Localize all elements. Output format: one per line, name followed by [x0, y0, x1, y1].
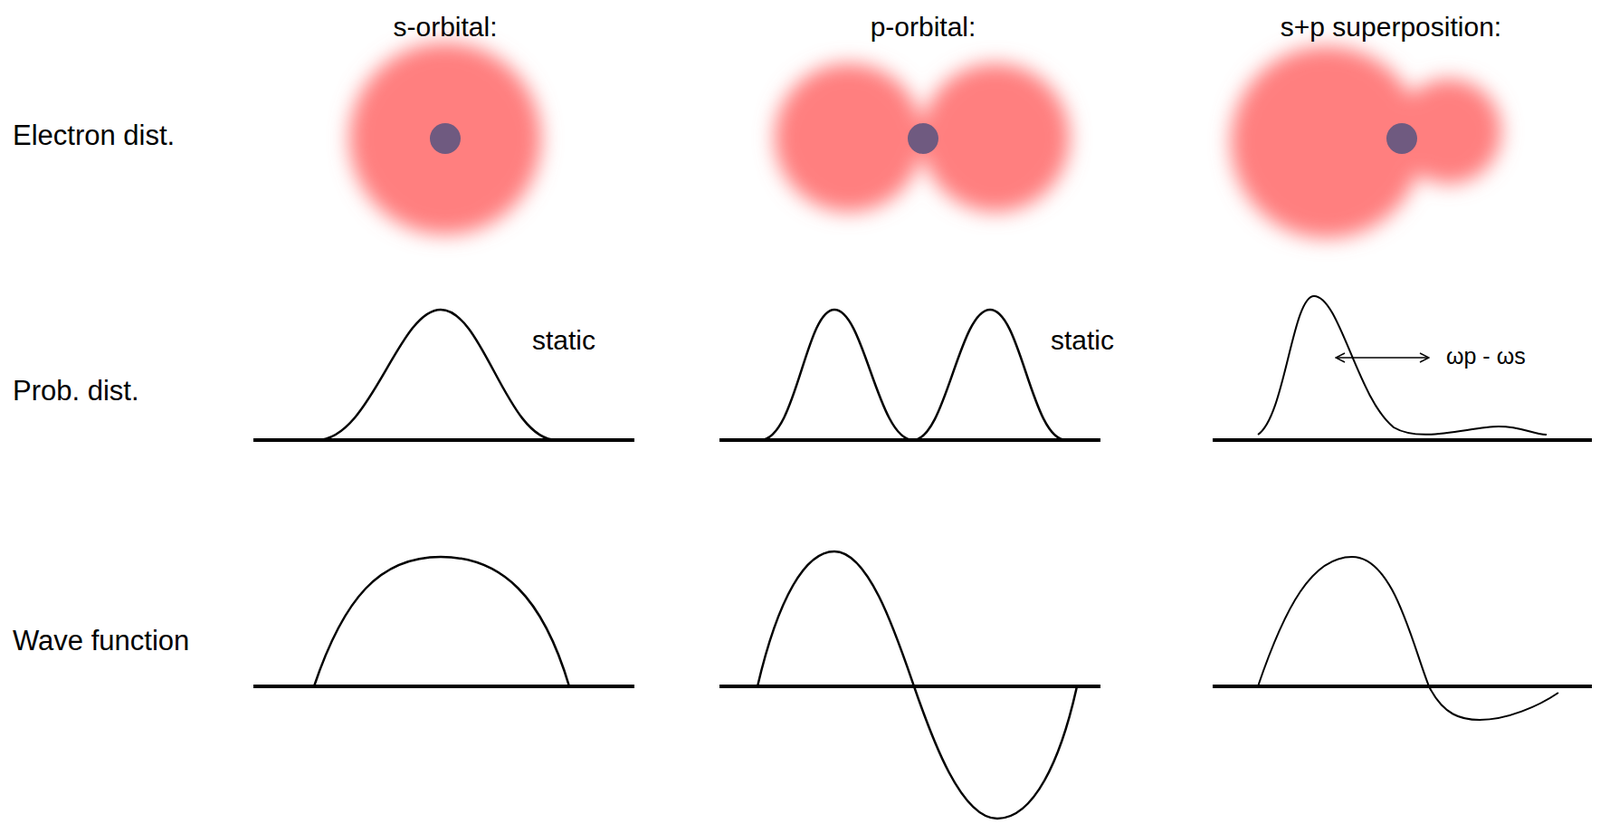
row-label-holder: Electron dist. — [12, 119, 175, 153]
column-heading-holder: s-orbital: — [392, 11, 497, 44]
state-note-holder: static — [532, 324, 596, 357]
column-heading-holder: p-orbital: — [870, 11, 977, 44]
column-heading: s+p superposition: — [1280, 11, 1502, 44]
probability-curves — [253, 295, 1592, 440]
axis-line — [719, 684, 1101, 688]
axis-line — [253, 684, 635, 688]
oscillation-arrow — [1335, 356, 1429, 359]
nucleus — [907, 123, 939, 154]
state-note: static — [1050, 324, 1115, 357]
frequency-label-holder: ωp - ωs — [1446, 342, 1526, 370]
state-note: static — [532, 324, 596, 357]
superposition-cloud — [1230, 46, 1502, 239]
row-label-holder: Wave function — [12, 624, 190, 658]
column-heading: p-orbital: — [870, 11, 977, 44]
wave-function-curves — [253, 551, 1592, 819]
row-label: Electron dist. — [12, 119, 175, 153]
axis-line — [253, 438, 635, 442]
superposition-probability-curve — [1257, 295, 1547, 435]
s-orbital-cloud — [349, 42, 542, 235]
p-wave-curve — [757, 551, 1077, 819]
column-heading-holder: s+p superposition: — [1280, 11, 1502, 44]
p-orbital-cloud — [774, 63, 1070, 212]
row-label: Wave function — [12, 624, 190, 658]
axis-line — [1212, 684, 1592, 688]
p-probability-curve — [760, 309, 1067, 440]
frequency-label: ωp - ωs — [1446, 342, 1526, 370]
s-probability-curve — [316, 309, 557, 440]
nucleus — [1386, 123, 1418, 154]
column-heading: s-orbital: — [392, 11, 497, 44]
s-wave-curve — [314, 556, 570, 686]
state-note-holder: static — [1050, 324, 1115, 357]
nucleus — [429, 123, 461, 154]
axis-line — [1212, 438, 1592, 442]
superposition-wave-curve — [1257, 556, 1559, 720]
row-label-holder: Prob. dist. — [12, 374, 140, 408]
row-label: Prob. dist. — [12, 374, 140, 408]
